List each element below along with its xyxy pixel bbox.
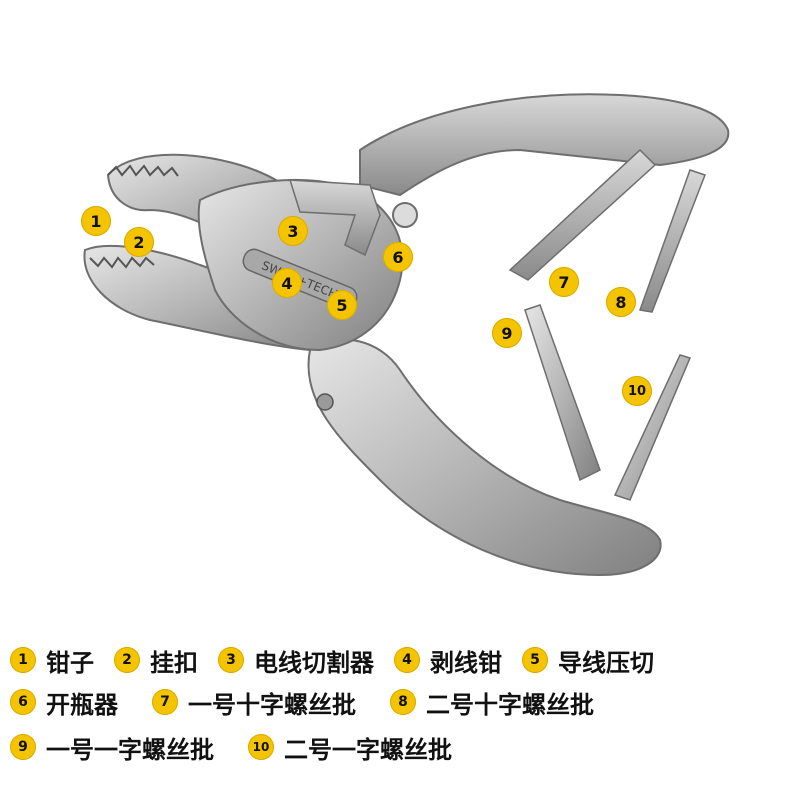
upper-handle <box>359 93 730 197</box>
legend-item-9: 9 一号一字螺丝批 <box>10 730 214 765</box>
legend-item-10: 10 二号一字螺丝批 <box>248 730 452 765</box>
legend-item-8: 8 二号十字螺丝批 <box>390 685 594 720</box>
legend-badge: 10 <box>248 734 274 760</box>
legend-item-7: 7 一号十字螺丝批 <box>152 685 356 720</box>
phillips-driver-1 <box>508 148 657 281</box>
legend-item-5: 5 导线压切 <box>522 643 654 678</box>
flat-driver-1 <box>524 304 601 482</box>
legend-item-2: 2 挂扣 <box>114 643 198 678</box>
callout-9: 9 <box>492 318 522 348</box>
callout-4: 4 <box>272 268 302 298</box>
flat-driver-2 <box>613 354 692 501</box>
callout-2: 2 <box>124 227 154 257</box>
callout-8: 8 <box>606 287 636 317</box>
jaw-teeth-top <box>107 164 179 177</box>
legend-badge: 2 <box>114 647 140 673</box>
phillips-driver-2 <box>638 169 706 313</box>
legend-row-2: 6 开瓶器 7 一号十字螺丝批 8 二号十字螺丝批 <box>10 682 614 722</box>
legend-badge: 7 <box>152 689 178 715</box>
legend-label: 一号一字螺丝批 <box>46 735 214 764</box>
legend-item-1: 1 钳子 <box>10 643 94 678</box>
legend-item-6: 6 开瓶器 <box>10 685 118 720</box>
legend-item-3: 3 电线切割器 <box>218 643 374 678</box>
multitool-illustration: SWISS+TECH <box>83 93 730 577</box>
legend-label: 剥线钳 <box>430 648 502 677</box>
legend-item-4: 4 剥线钳 <box>394 643 502 678</box>
lower-handle <box>307 338 662 577</box>
jaw-teeth-bottom <box>89 256 155 269</box>
pivot-bolt <box>392 202 418 228</box>
legend-label: 开瓶器 <box>46 690 118 719</box>
legend-badge: 9 <box>10 734 36 760</box>
callout-10: 10 <box>622 376 652 406</box>
legend-label: 导线压切 <box>558 648 654 677</box>
callout-1: 1 <box>81 206 111 236</box>
legend-label: 挂扣 <box>150 648 198 677</box>
legend-badge: 8 <box>390 689 416 715</box>
legend-badge: 3 <box>218 647 244 673</box>
legend-label: 二号十字螺丝批 <box>426 690 594 719</box>
legend-label: 电线切割器 <box>254 648 374 677</box>
legend-row-3: 9 一号一字螺丝批 10 二号一字螺丝批 <box>10 727 472 767</box>
callout-6: 6 <box>383 242 413 272</box>
legend-badge: 4 <box>394 647 420 673</box>
legend-label: 二号一字螺丝批 <box>284 735 452 764</box>
legend: 1 钳子 2 挂扣 3 电线切割器 4 剥线钳 5 导线压切 6 开瓶器 7 一号十字螺丝批 … <box>0 635 800 795</box>
legend-label: 钳子 <box>46 648 94 677</box>
legend-badge: 1 <box>10 647 36 673</box>
legend-row-1: 1 钳子 2 挂扣 3 电线切割器 4 剥线钳 5 导线压切 <box>10 640 654 680</box>
handle-rivet <box>316 393 334 411</box>
legend-badge: 6 <box>10 689 36 715</box>
bottle-opener <box>288 179 381 257</box>
callout-5: 5 <box>327 290 357 320</box>
legend-badge: 5 <box>522 647 548 673</box>
callout-7: 7 <box>549 267 579 297</box>
legend-label: 一号十字螺丝批 <box>188 690 356 719</box>
callout-3: 3 <box>278 216 308 246</box>
